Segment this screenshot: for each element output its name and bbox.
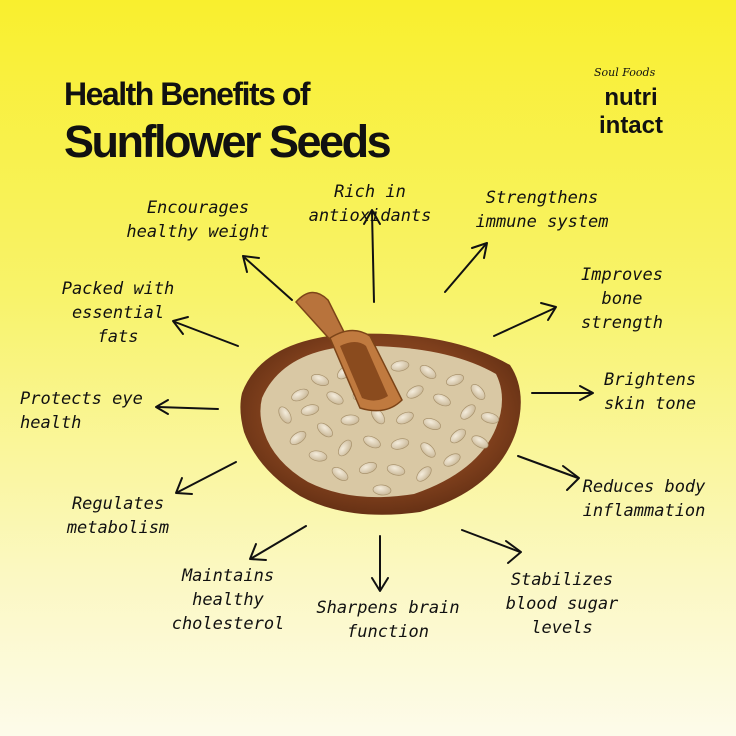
benefit-packed-with-essential-fats: Packed with essential fats: [61, 279, 175, 347]
benefit-encourages-healthy-weight: Encourages healthy weight: [126, 198, 270, 242]
benefit-arrows: [155, 209, 594, 592]
arrow-stabilizes-blood-sugar-levels: [461, 529, 522, 564]
wooden-scoop: [294, 291, 403, 412]
arrow-brightens-skin-tone: [531, 385, 594, 401]
arrow-sharpens-brain-function: [371, 535, 389, 592]
brand-tagline: Soul Foods: [594, 66, 656, 79]
brand-logo: nutri intact: [598, 84, 663, 139]
arrow-regulates-metabolism: [175, 461, 237, 495]
title-line-1: Health Benefits of: [64, 76, 311, 112]
arrow-reduces-body-inflammation: [517, 455, 580, 491]
arrow-strengthens-immune-system: [444, 242, 488, 293]
benefit-rich-in-antioxidants: Rich in antioxidants: [308, 182, 432, 226]
benefit-regulates-metabolism: Regulates metabolism: [66, 494, 170, 538]
benefit-sharpens-brain-function: Sharpens brain function: [316, 598, 460, 642]
arrow-maintains-healthy-cholesterol: [249, 525, 307, 561]
benefit-protects-eye-health: Protects eye health: [20, 389, 143, 433]
arrow-packed-with-essential-fats: [172, 316, 239, 347]
seed-bowl-image: [240, 291, 521, 515]
arrow-rich-in-antioxidants: [363, 209, 381, 303]
benefit-stabilizes-blood-sugar-levels: Stabilizes blood sugar levels: [505, 570, 619, 638]
benefit-strengthens-immune-system: Strengthens immune system: [475, 188, 609, 232]
benefit-maintains-healthy-cholesterol: Maintains healthy cholesterol: [171, 566, 285, 634]
arrow-encourages-healthy-weight: [242, 255, 293, 301]
arrow-improves-bone-strength: [493, 302, 557, 337]
title-line-2: Sunflower Seeds: [64, 116, 392, 167]
benefit-improves-bone-strength: Improves bone strength: [581, 265, 663, 333]
benefit-reduces-body-inflammation: Reduces body inflammation: [582, 477, 706, 521]
benefit-brightens-skin-tone: Brightens skin tone: [604, 370, 697, 414]
arrow-protects-eye-health: [155, 399, 219, 415]
